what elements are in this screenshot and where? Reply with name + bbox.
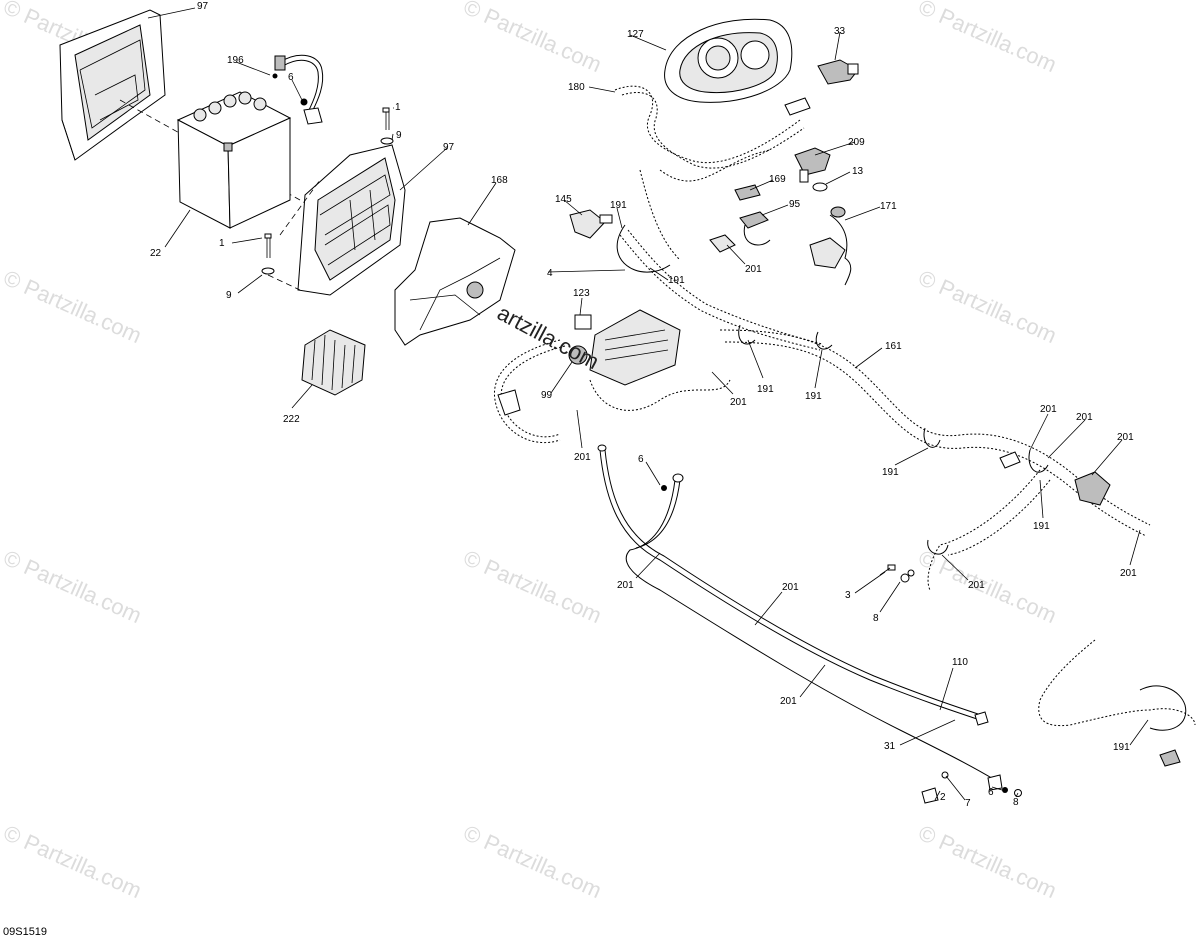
fuse-box-part: [493, 309, 731, 444]
screw-part: [261, 107, 394, 275]
battery-cable-part: [272, 54, 324, 125]
battery-box-part: [59, 9, 166, 161]
callout-label: 9: [396, 130, 402, 141]
callout-label: 123: [573, 288, 590, 299]
callout-label: 201: [730, 397, 747, 408]
drawing-code: 09S1519: [3, 926, 48, 938]
callout-label: 2: [940, 792, 946, 803]
connector-part: [569, 184, 771, 253]
callout-label: 6: [638, 454, 644, 465]
callout-label: 7: [965, 798, 971, 809]
callout-label: 180: [568, 82, 585, 93]
callout-label: 201: [782, 582, 799, 593]
relay-part: [794, 147, 831, 192]
assembly-line: [267, 274, 301, 291]
callout-label: 95: [789, 199, 801, 210]
callout-label: 201: [968, 580, 985, 591]
callout-label: 6: [288, 72, 294, 83]
main-harness-part: [614, 85, 823, 351]
ground-harness-part: [1038, 639, 1196, 767]
callout-label: 168: [491, 175, 508, 186]
callout-label: 191: [610, 200, 627, 211]
callout-label: 201: [1076, 412, 1093, 423]
safety-lanyard-part: [809, 206, 852, 286]
callout-label: 127: [627, 29, 644, 40]
callout-label: 13: [852, 166, 864, 177]
callout-label: 222: [283, 414, 300, 425]
callout-label: 6: [988, 787, 994, 798]
callout-label: 97: [443, 142, 455, 153]
callout-label: 33: [834, 26, 846, 37]
callout-label: 4: [547, 268, 553, 279]
callout-label: 169: [769, 174, 786, 185]
callout-label: 191: [668, 275, 685, 286]
callout-label: 145: [555, 194, 572, 205]
callout-label: 161: [885, 341, 902, 352]
callout-label: 1: [219, 238, 225, 249]
clamp-part: [616, 224, 671, 273]
callout-label: 191: [805, 391, 822, 402]
callout-label: 171: [880, 201, 897, 212]
callout-label: 191: [757, 384, 774, 395]
callout-label: 8: [873, 613, 879, 624]
callout-label: 3: [845, 590, 851, 601]
battery-support-part: [297, 144, 406, 296]
callout-label: 191: [882, 467, 899, 478]
voltage-regulator-part: [301, 329, 366, 396]
bolt-part: [879, 564, 1022, 804]
callout-label: 8: [1013, 797, 1019, 808]
callout-label: 97: [197, 1, 209, 12]
callout-label: 201: [780, 696, 797, 707]
callout-label: 99: [541, 390, 553, 401]
callout-label: 191: [1033, 521, 1050, 532]
callout-label: 201: [574, 452, 591, 463]
callout-label: 9: [226, 290, 232, 301]
callout-label: 22: [150, 248, 162, 259]
callout-label: 196: [227, 55, 244, 66]
battery-part: [176, 91, 292, 229]
bracket-part: [394, 217, 516, 346]
callout-label: 191: [1113, 742, 1130, 753]
sensor-part: [817, 59, 859, 85]
callout-label: 31: [884, 741, 896, 752]
callout-label: 201: [1120, 568, 1137, 579]
leader-lines: [147, 7, 1149, 801]
callout-label: 201: [745, 264, 762, 275]
callout-label: 201: [1040, 404, 1057, 415]
callout-label: 201: [617, 580, 634, 591]
callout-label: 201: [1117, 432, 1134, 443]
callout-label: 209: [848, 137, 865, 148]
rear-harness-part: [719, 329, 1151, 591]
assembly-line: [279, 179, 321, 236]
battery-cable-part: [597, 444, 1003, 791]
clamp-part: [738, 324, 1049, 555]
callout-label: 1: [395, 102, 401, 113]
callout-label: 110: [952, 657, 968, 668]
callout-labels: 97 196 6 1 9 97 22 1 9 222 168 127 180 3…: [150, 1, 1137, 809]
gauge-cluster-part: [664, 18, 793, 103]
